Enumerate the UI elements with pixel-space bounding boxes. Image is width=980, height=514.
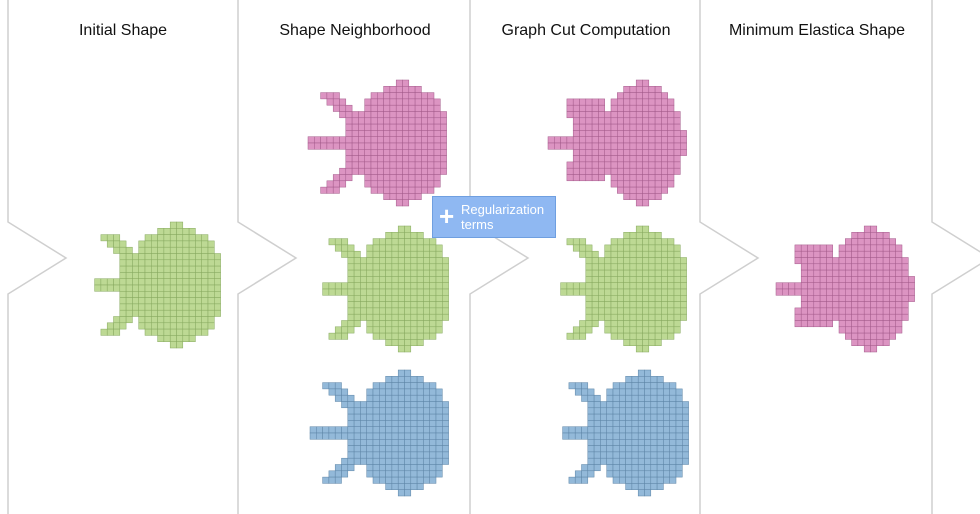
minimum-elastica-shape [776, 226, 915, 352]
title-shape-neighborhood: Shape Neighborhood [240, 22, 470, 40]
regularization-line1: Regularization [461, 202, 544, 217]
neighborhood-shape-green [323, 226, 449, 352]
shape-layer [95, 80, 915, 496]
graphcut-shape-pink [548, 80, 687, 206]
graphcut-shape-blue [563, 370, 689, 496]
plus-icon: + [439, 201, 454, 231]
regularization-terms-box: + Regularization terms [432, 196, 556, 238]
title-minimum-elastica-shape: Minimum Elastica Shape [702, 22, 932, 40]
initial-shape [95, 222, 221, 348]
chevron-line-3 [700, 0, 758, 514]
chevron-line-1 [238, 0, 296, 514]
neighborhood-shape-pink [308, 80, 447, 206]
regularization-line2: terms [461, 217, 544, 232]
chevron-line-4 [932, 0, 980, 514]
neighborhood-shape-blue [310, 370, 449, 496]
chevron-line-0 [8, 0, 66, 514]
title-initial-shape: Initial Shape [8, 22, 238, 40]
chevron-line-2 [470, 0, 528, 514]
graphcut-shape-green [561, 226, 687, 352]
title-graph-cut-computation: Graph Cut Computation [472, 22, 700, 40]
regularization-label: Regularization terms [461, 202, 544, 232]
